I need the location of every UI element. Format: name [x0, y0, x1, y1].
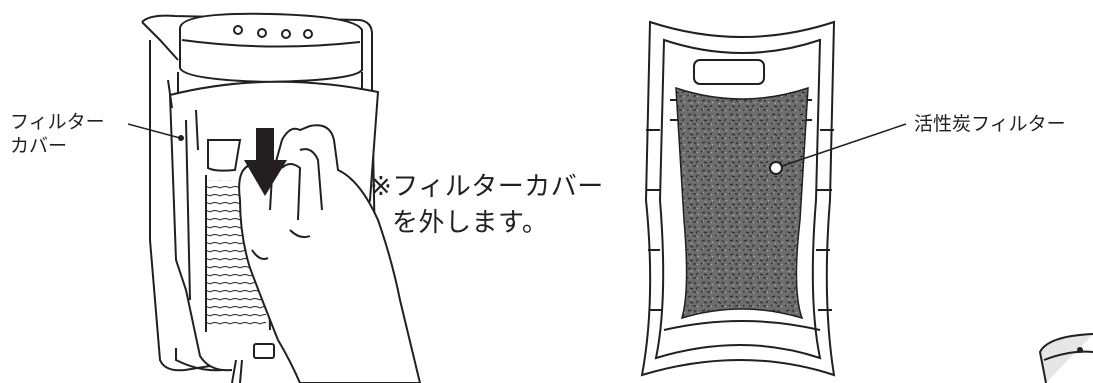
carbon-filter-frame [640, 20, 836, 377]
carbon-filter-label: 活性炭フィルター [914, 113, 1066, 135]
partial-unit [1038, 333, 1093, 383]
hand-illustration [238, 124, 422, 383]
filter-cover-label-line1: フィルター [10, 111, 105, 133]
instruction-text-line2: を外します。 [392, 208, 549, 238]
down-arrow-icon [244, 128, 287, 196]
filter-cover-leader-line [127, 123, 181, 139]
filter-cover-label-line2: カバー [10, 135, 68, 157]
carbon-filter-leader-dot [769, 161, 783, 175]
filter-cover-leader-dot [178, 135, 184, 141]
carbon-filter-leader-line [775, 123, 907, 169]
instruction-text-line1: ※フィルターカバー [370, 172, 604, 202]
